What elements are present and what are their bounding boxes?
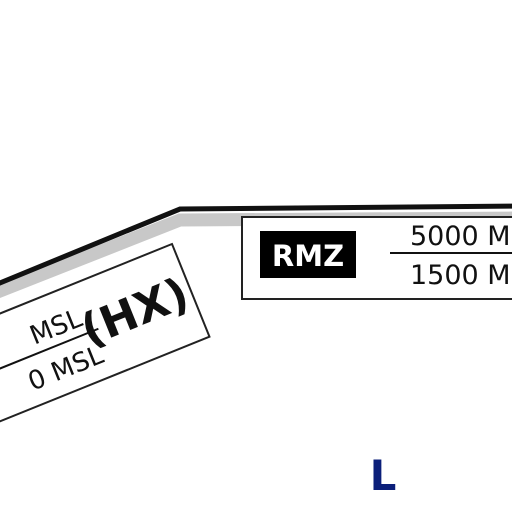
rmz-badge [260, 231, 356, 278]
rmz-badge-text: RMZ [272, 239, 344, 273]
rmz-lower-limit: 1500 M [410, 260, 511, 291]
hx-limit-divider [0, 327, 99, 380]
airspace-boundary-line [0, 203, 512, 286]
map-marker-letter: L [370, 451, 397, 500]
rmz-upper-limit: 5000 M [410, 221, 511, 252]
rmz-label-box: RMZ 5000 M 1500 M [241, 216, 512, 300]
